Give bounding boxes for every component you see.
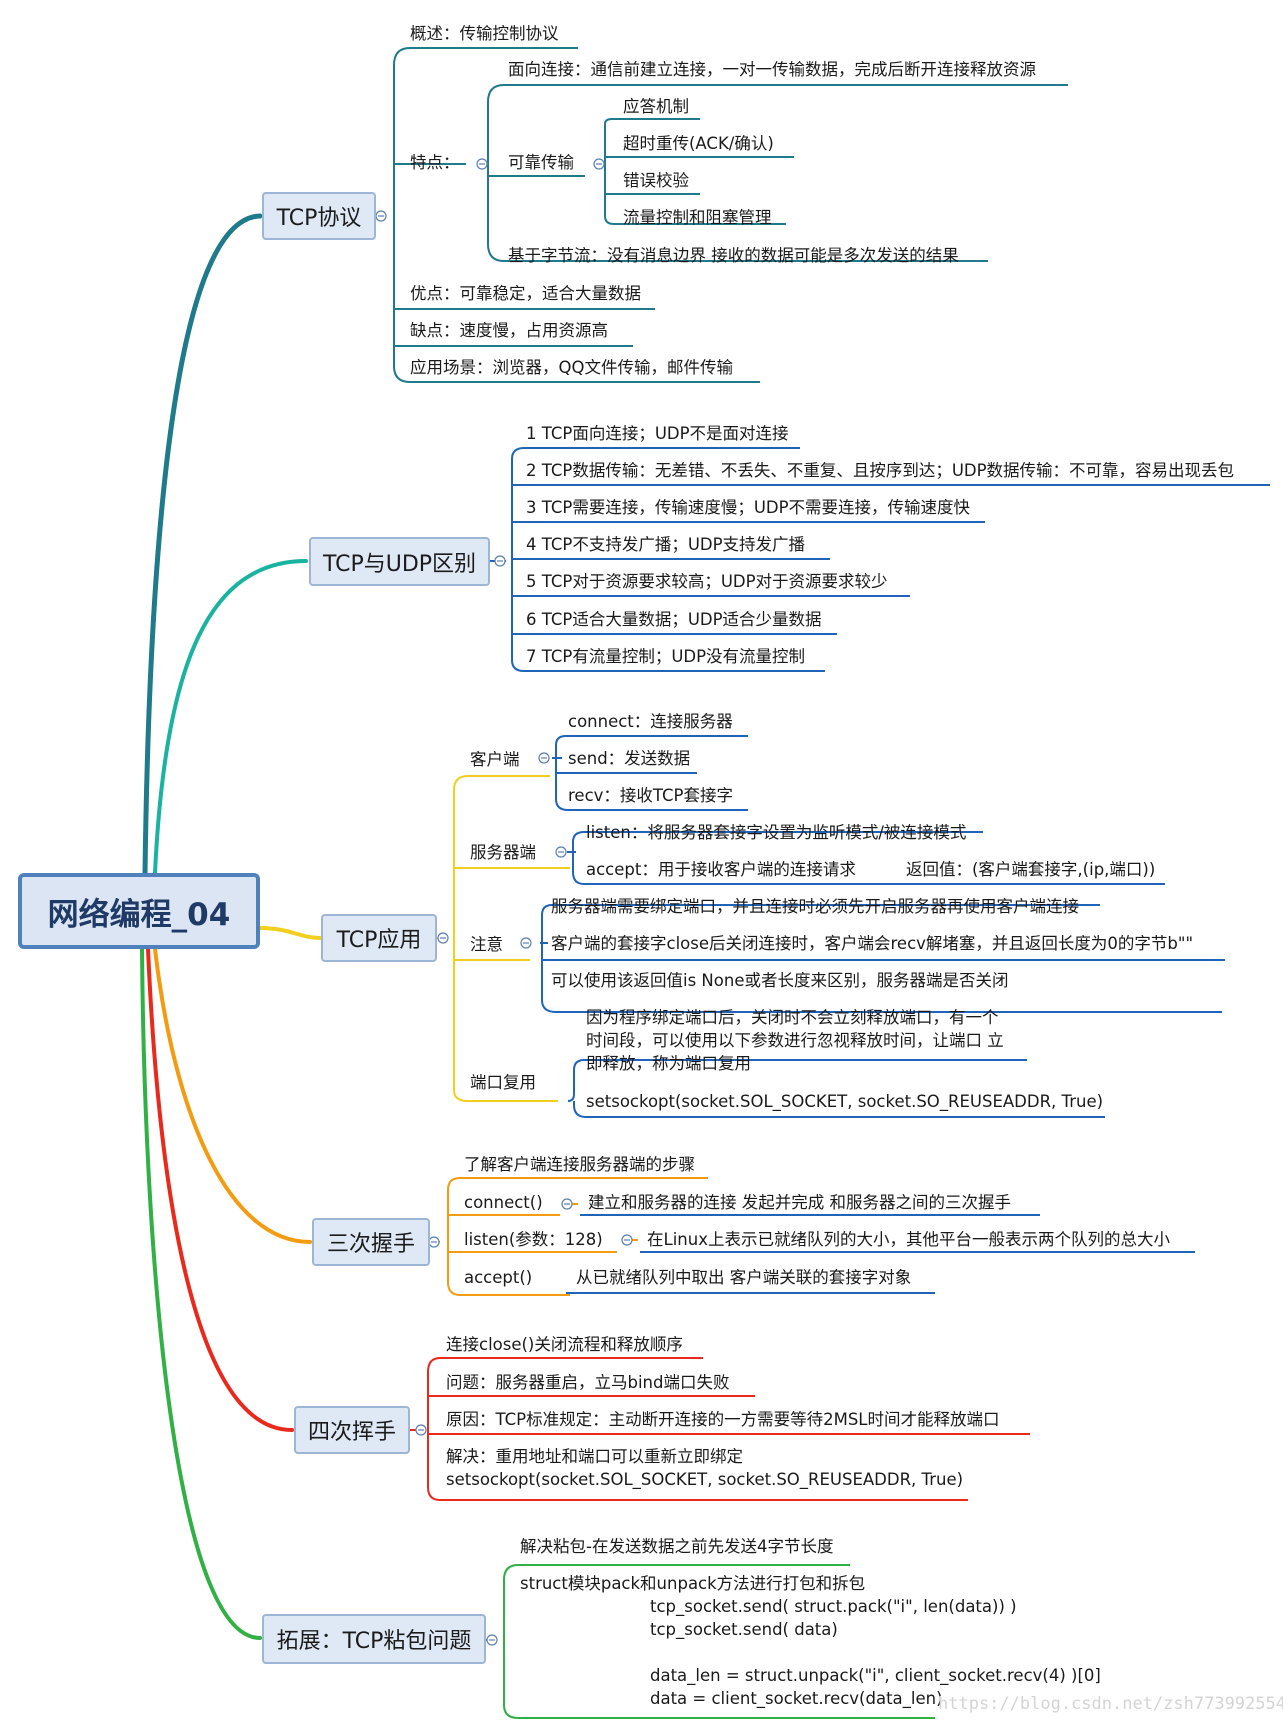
app-note-2[interactable]: 客户端的套接字close后关闭连接时，客户端会recv解堵塞，并且返回长度为0的… <box>551 934 1194 953</box>
tcp-reliable-flow[interactable]: 流量控制和阻塞管理 <box>623 208 772 227</box>
ext-solution[interactable]: 解决粘包-在发送数据之前先发送4字节长度 <box>520 1537 834 1556</box>
app-note-3[interactable]: 可以使用该返回值is None或者长度来区别，服务器端是否关闭 <box>551 971 1009 990</box>
diff-item-2[interactable]: 2 TCP数据传输：无差错、不丢失、不重复、且按序到达；UDP数据传输：不可靠，… <box>526 461 1235 480</box>
watermark: https://blog.csdn.net/zsh773992554 <box>938 1694 1283 1714</box>
app-client-connect[interactable]: connect：连接服务器 <box>568 712 733 731</box>
ext-code-4[interactable]: data = client_socket.recv(data_len) <box>650 1689 943 1708</box>
ext-code-1[interactable]: tcp_socket.send( struct.pack("i", len(da… <box>650 1597 1017 1616</box>
app-reuse-desc-line-2[interactable]: 时间段，可以使用以下参数进行忽视释放时间，让端口 立 <box>586 1031 1004 1050</box>
branch-line-diff <box>153 559 308 875</box>
hs3-accept[interactable]: accept() <box>464 1268 533 1287</box>
tcp-pros[interactable]: 优点：可靠稳定，适合大量数据 <box>410 284 641 303</box>
branch-hs3[interactable]: 三次握手 <box>312 1218 430 1266</box>
hs4-close-flow[interactable]: 连接close()关闭流程和释放顺序 <box>446 1335 683 1354</box>
tcp-reliable-retransmit[interactable]: 超时重传(ACK/确认) <box>623 134 774 153</box>
app-reuse-desc-line-1[interactable]: 因为程序绑定端口后，关闭时不会立刻释放端口，有一个 <box>586 1008 999 1027</box>
app-client-send[interactable]: send：发送数据 <box>568 749 691 768</box>
diff-item-7[interactable]: 7 TCP有流量控制；UDP没有流量控制 <box>526 647 806 666</box>
app-note-1[interactable]: 服务器端需要绑定端口，并且连接时必须先开启服务器再使用客户端连接 <box>551 897 1079 916</box>
app-client-label[interactable]: 客户端 <box>470 750 520 769</box>
center-topic[interactable]: 网络编程_04 <box>18 873 260 949</box>
tcp-features-label[interactable]: 特点： <box>410 153 460 172</box>
app-server-listen[interactable]: listen：将服务器套接字设置为监听模式/被连接模式 <box>586 823 967 842</box>
diff-item-6[interactable]: 6 TCP适合大量数据；UDP适合少量数据 <box>526 610 822 629</box>
branch-line-app <box>258 926 322 940</box>
app-server-label[interactable]: 服务器端 <box>470 843 536 862</box>
hs4-problem[interactable]: 问题：服务器重启，立马bind端口失败 <box>446 1373 730 1392</box>
hs4-solution-line-1[interactable]: 解决：重用地址和端口可以重新立即绑定 <box>446 1447 743 1466</box>
hs3-accept-desc[interactable]: 从已就绪队列中取出 客户端关联的套接字对象 <box>576 1268 912 1287</box>
branch-ext[interactable]: 拓展：TCP粘包问题 <box>262 1614 486 1664</box>
app-server-accept-return[interactable]: 返回值：(客户端套接字,(ip,端口)) <box>906 860 1156 879</box>
app-reuse-desc-line-3[interactable]: 即释放，称为端口复用 <box>586 1054 751 1073</box>
tcp-reliable-checksum[interactable]: 错误校验 <box>623 171 689 190</box>
diff-item-5[interactable]: 5 TCP对于资源要求较高；UDP对于资源要求较少 <box>526 572 888 591</box>
branch-line-hs3 <box>153 947 312 1244</box>
branch-app[interactable]: TCP应用 <box>321 914 437 962</box>
tcp-overview[interactable]: 概述：传输控制协议 <box>410 24 559 43</box>
hs3-listen-desc[interactable]: 在Linux上表示已就绪队列的大小，其他平台一般表示两个队列的总大小 <box>647 1230 1170 1249</box>
hs3-listen[interactable]: listen(参数：128) <box>464 1230 603 1249</box>
app-server-accept[interactable]: accept：用于接收客户端的连接请求 <box>586 860 856 879</box>
diff-item-3[interactable]: 3 TCP需要连接，传输速度慢；UDP不需要连接，传输速度快 <box>526 498 971 517</box>
tcp-reliable-label[interactable]: 可靠传输 <box>508 153 574 172</box>
diff-item-4[interactable]: 4 TCP不支持发广播；UDP支持发广播 <box>526 535 806 554</box>
diff-item-1[interactable]: 1 TCP面向连接；UDP不是面对连接 <box>526 424 789 443</box>
ext-code-2[interactable]: tcp_socket.send( data) <box>650 1620 838 1639</box>
branch-hs4[interactable]: 四次挥手 <box>294 1406 410 1454</box>
ext-code-3[interactable]: data_len = struct.unpack("i", client_soc… <box>650 1666 1101 1685</box>
tcp-usage[interactable]: 应用场景：浏览器，QQ文件传输，邮件传输 <box>410 358 733 377</box>
branch-line-tcp <box>142 213 263 876</box>
branch-diff[interactable]: TCP与UDP区别 <box>309 537 490 586</box>
app-reuse-code[interactable]: setsockopt(socket.SOL_SOCKET, socket.SO_… <box>586 1092 1104 1111</box>
tcp-feature-connection[interactable]: 面向连接：通信前建立连接，一对一传输数据，完成后断开连接释放资源 <box>508 60 1036 79</box>
branch-tcp[interactable]: TCP协议 <box>262 192 376 240</box>
ext-struct-title[interactable]: struct模块pack和unpack方法进行打包和拆包 <box>520 1574 866 1593</box>
app-client-recv[interactable]: recv：接收TCP套接字 <box>568 786 733 805</box>
hs3-connect[interactable]: connect() <box>464 1193 543 1212</box>
hs4-solution-line-2[interactable]: setsockopt(socket.SOL_SOCKET, socket.SO_… <box>446 1470 964 1489</box>
hs4-reason[interactable]: 原因：TCP标准规定：主动断开连接的一方需要等待2MSL时间才能释放端口 <box>446 1410 1000 1429</box>
hs3-connect-desc[interactable]: 建立和服务器的连接 发起并完成 和服务器之间的三次握手 <box>588 1193 1011 1212</box>
tcp-feature-stream[interactable]: 基于字节流：没有消息边界 接收的数据可能是多次发送的结果 <box>508 246 959 265</box>
app-reuse-label[interactable]: 端口复用 <box>470 1073 536 1092</box>
tcp-cons[interactable]: 缺点：速度慢，占用资源高 <box>410 321 608 340</box>
hs3-intro[interactable]: 了解客户端连接服务器端的步骤 <box>464 1155 695 1174</box>
tcp-reliable-ack[interactable]: 应答机制 <box>623 97 689 116</box>
app-note-label[interactable]: 注意 <box>470 935 503 954</box>
branch-line-hs4 <box>146 947 294 1432</box>
branch-line-ext <box>140 947 262 1640</box>
